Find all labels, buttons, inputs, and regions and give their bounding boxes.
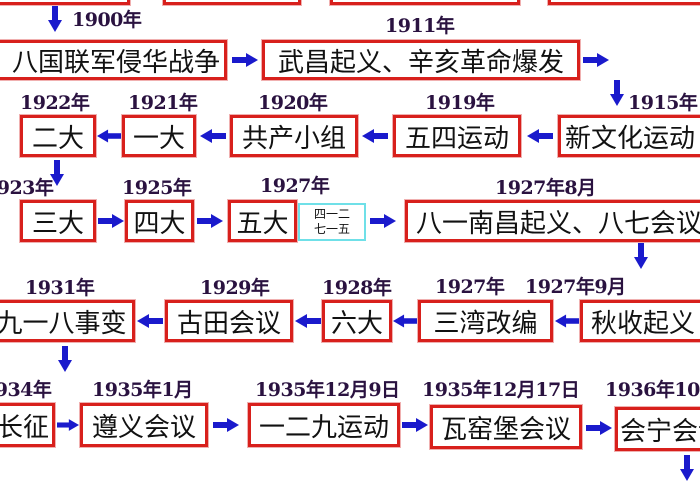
arrow-right-icon (213, 418, 239, 432)
arrow-left-icon (393, 314, 417, 328)
year-label: 1911年 (385, 15, 455, 37)
arrow-down-icon (610, 80, 624, 106)
year-label: 1927年8月 (495, 177, 596, 199)
arrow-right-icon (232, 53, 258, 67)
arrow-right-icon (57, 418, 79, 432)
year-label: 1921年 (128, 92, 198, 114)
year-label: 1927年 (260, 175, 330, 197)
year-label: 1935年12月17日 (422, 379, 580, 401)
event-box: 五四运动 (393, 115, 521, 157)
year-label: 1927年 (435, 276, 505, 298)
arrow-right-icon (197, 214, 223, 228)
event-box: 三湾改编 (418, 300, 553, 342)
arrow-down-icon (634, 243, 648, 269)
year-label: 1925年 (122, 177, 192, 199)
arrow-down-icon (48, 6, 62, 32)
arrow-down-icon (50, 160, 64, 186)
event-box: 会宁会议 (615, 407, 700, 451)
event-box-partial (330, 0, 520, 5)
arrow-down-icon (58, 346, 72, 372)
arrow-right-icon (98, 214, 124, 228)
event-box-partial (163, 0, 301, 5)
arrow-left-icon (555, 314, 579, 328)
arrow-right-icon (402, 418, 428, 432)
event-box: 遵义会议 (80, 403, 208, 447)
event-box: 一二九运动 (248, 403, 400, 447)
event-box: 共产小组 (230, 115, 358, 157)
arrow-left-icon (362, 129, 388, 143)
event-box: 五大 (228, 200, 297, 242)
arrow-left-icon (527, 129, 553, 143)
arrow-right-icon (370, 214, 396, 228)
year-label: 1922年 (20, 92, 90, 114)
note-line: 四一二 (313, 207, 350, 221)
year-label: 1915年 (628, 92, 698, 114)
event-box-partial (0, 0, 130, 5)
note-line: 七一五 (313, 222, 350, 236)
event-box-partial (548, 0, 700, 5)
year-label: 1929年 (200, 277, 270, 299)
arrow-right-icon (583, 53, 609, 67)
year-label: 1919年 (425, 92, 495, 114)
year-label: 1934年 (0, 379, 52, 401)
event-box: 八一南昌起义、八七会议 (405, 200, 700, 242)
event-box: 六大 (322, 300, 392, 342)
year-label: 1935年12月9日 (255, 379, 400, 401)
arrow-down-icon (680, 455, 694, 481)
year-label: 1936年10月 (605, 379, 700, 401)
event-box: 长征 (0, 403, 55, 447)
arrow-left-icon (200, 129, 226, 143)
arrow-left-icon (137, 314, 163, 328)
event-box: 八国联军侵华战争 (0, 40, 227, 80)
event-box: 四大 (125, 200, 194, 242)
year-label: 1900年 (72, 9, 142, 31)
arrow-left-icon (295, 314, 321, 328)
event-box: 秋收起义 (580, 300, 700, 342)
year-label: 1920年 (258, 92, 328, 114)
arrow-left-icon (97, 129, 121, 143)
arrow-right-icon (585, 421, 613, 435)
year-label: 1928年 (322, 277, 392, 299)
year-label: 1923年 (0, 177, 54, 199)
event-box: 二大 (20, 115, 96, 157)
year-label: 1927年9月 (525, 276, 626, 298)
event-box: 三大 (20, 200, 96, 242)
event-box: 古田会议 (165, 300, 293, 342)
event-box: 新文化运动 (558, 115, 700, 157)
event-box: 一大 (122, 115, 196, 157)
year-label: 1935年1月 (92, 379, 193, 401)
note-box: 四一二 七一五 (298, 203, 366, 241)
event-box: 武昌起义、辛亥革命爆发 (262, 40, 580, 80)
year-label: 1931年 (25, 277, 95, 299)
event-box: 九一八事变 (0, 300, 135, 342)
event-box: 瓦窑堡会议 (430, 405, 582, 449)
